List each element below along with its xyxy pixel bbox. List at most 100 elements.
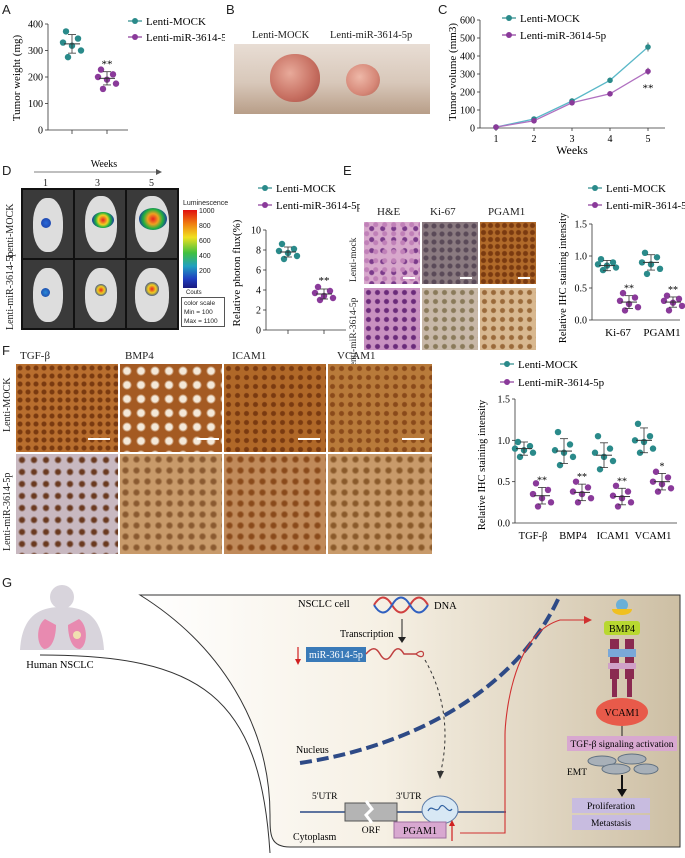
x-tick-label: BMP4: [559, 531, 587, 542]
legend-f-mir: Lenti-miR-3614-5p: [518, 377, 605, 389]
tgf-label: TGF-β signaling activation: [571, 740, 674, 750]
mechanism-diagram: Human NSCLC NSCLC cell Nucleus Cytoplasm…: [20, 585, 681, 854]
f-mock-point: [516, 453, 524, 461]
x-tick-label: VCAM1: [635, 531, 672, 542]
x-tick-label: 1: [494, 134, 499, 145]
d-mock-point: [290, 245, 298, 253]
a-mir-point: [109, 71, 117, 78]
panel-b-right-label: Lenti-miR-3614-5p: [330, 30, 413, 41]
panel-label-f: F: [2, 343, 10, 358]
y-tick-label: 100: [460, 106, 475, 117]
legend-e-mir: Lenti-miR-3614-5p: [606, 200, 685, 212]
emt-label: EMT: [567, 768, 587, 778]
chart-f-legend: Lenti-MOCK Lenti-miR-3614-5p: [500, 359, 605, 389]
chart-d-legend: Lenti-MOCK Lenti-miR-3614-5p: [258, 183, 360, 212]
f-mir-point: [587, 495, 595, 502]
f-mock-point: [631, 437, 639, 444]
f-mir-point: [609, 492, 617, 499]
chart-a-ylabel: Tumor weight (mg): [11, 34, 23, 121]
e-mock-point: [597, 256, 605, 263]
y-tick-label: 0.0: [498, 519, 511, 530]
sig-annotation: **: [668, 285, 678, 296]
metastasis-box: [572, 815, 650, 830]
y-tick-label: 600: [460, 16, 475, 27]
sig-annotation: **: [537, 475, 547, 486]
f-mir-point: [574, 499, 582, 506]
f-mir-point: [569, 488, 577, 495]
y-tick-label: 500: [460, 34, 475, 45]
f-mock-point: [529, 449, 537, 456]
e-header-ki67: Ki-67: [430, 206, 456, 218]
c-mock-point: [645, 44, 651, 50]
colorbar: [183, 210, 197, 288]
mirna-box: [306, 647, 366, 662]
signal-arrow: [460, 619, 588, 834]
tgf-box: [567, 736, 677, 751]
chart-a-legend: Lenti-MOCK Lenti-miR-3614-5p: [128, 16, 225, 44]
a-mock-point: [64, 53, 72, 61]
f-mock-point: [606, 445, 614, 452]
ihc-pgam1-mir-image: [480, 288, 536, 350]
y-tick-label: 400: [28, 20, 43, 31]
a-mock-point: [77, 47, 85, 54]
a-mock-point: [74, 35, 82, 42]
bmp4-label: BMP4: [609, 624, 635, 635]
e-header-pgam1: PGAM1: [488, 206, 526, 218]
tumor-mock-image: [270, 54, 320, 102]
x-tick-label: 4: [608, 134, 613, 145]
f-header-vcam1: VCAM1: [337, 350, 376, 362]
f-row-label-mock: Lenti-MOCK: [2, 377, 13, 432]
f-mock-point: [554, 428, 562, 436]
f-header-bmp4: BMP4: [125, 350, 154, 362]
legend-d-mock: Lenti-MOCK: [276, 183, 336, 195]
y-tick-label: 0: [470, 124, 475, 135]
e-mock-point: [609, 259, 617, 266]
cell-body: [138, 594, 681, 848]
f-mir-point: [624, 488, 632, 495]
x-tick-label: 2: [532, 134, 537, 145]
colorbar-counts: Couts: [186, 290, 202, 296]
y-tick-label: 1.5: [575, 220, 588, 231]
panel-label-b: B: [226, 2, 235, 17]
chart-e: Relative IHC staining intensity 0.00.51.…: [558, 183, 685, 343]
legend-c-mir: Lenti-miR-3614-5p: [520, 30, 607, 42]
legend-c-mock: Lenti-MOCK: [520, 13, 580, 25]
bioluminescence-images: [21, 188, 179, 330]
utr5-label: 5'UTR: [312, 792, 338, 802]
ihc-pgam1-mock-image: [480, 222, 536, 284]
cytoplasm-label: Cytoplasm: [293, 832, 337, 843]
y-tick-label: 300: [460, 70, 475, 81]
d-mir-point: [316, 296, 324, 304]
signal-spot: [145, 282, 159, 296]
week-label-1: 1: [43, 178, 48, 189]
panel-b-left-label: Lenti-MOCK: [252, 30, 310, 41]
d-mir-point: [326, 287, 334, 295]
f-mock-point: [556, 461, 564, 469]
f-mock-point: [569, 453, 577, 461]
y-tick-label: 300: [28, 46, 43, 57]
hairpin-icon: [365, 648, 416, 660]
f-mock-point: [609, 457, 617, 465]
x-tick-label: TGF-β: [519, 531, 548, 542]
scale-bar: [518, 277, 530, 279]
e-mir-point: [678, 302, 685, 310]
colorbar-tick-label: 400: [199, 253, 211, 260]
f-mir-point: [532, 480, 540, 487]
c-mir-point: [493, 124, 499, 130]
ihc-tgf-mock-image: [16, 364, 118, 452]
y-tick-label: 200: [460, 88, 475, 99]
panel-label-d: D: [2, 163, 12, 178]
signal-spot: [95, 284, 107, 296]
f-mir-point: [654, 488, 662, 495]
f-mir-point: [649, 478, 657, 485]
chart-c-legend: Lenti-MOCK Lenti-miR-3614-5p: [502, 13, 607, 42]
sig-annotation: **: [319, 275, 330, 287]
a-mir-point: [94, 73, 102, 81]
legend-f-mock: Lenti-MOCK: [518, 359, 578, 371]
f-mir-point: [572, 478, 580, 485]
c-mir-point: [569, 100, 575, 106]
mirna-label: miR-3614-5p: [309, 650, 363, 661]
e-mock-point: [638, 259, 646, 266]
panel-label-g: G: [2, 575, 13, 590]
y-tick-label: 1.0: [575, 252, 588, 263]
